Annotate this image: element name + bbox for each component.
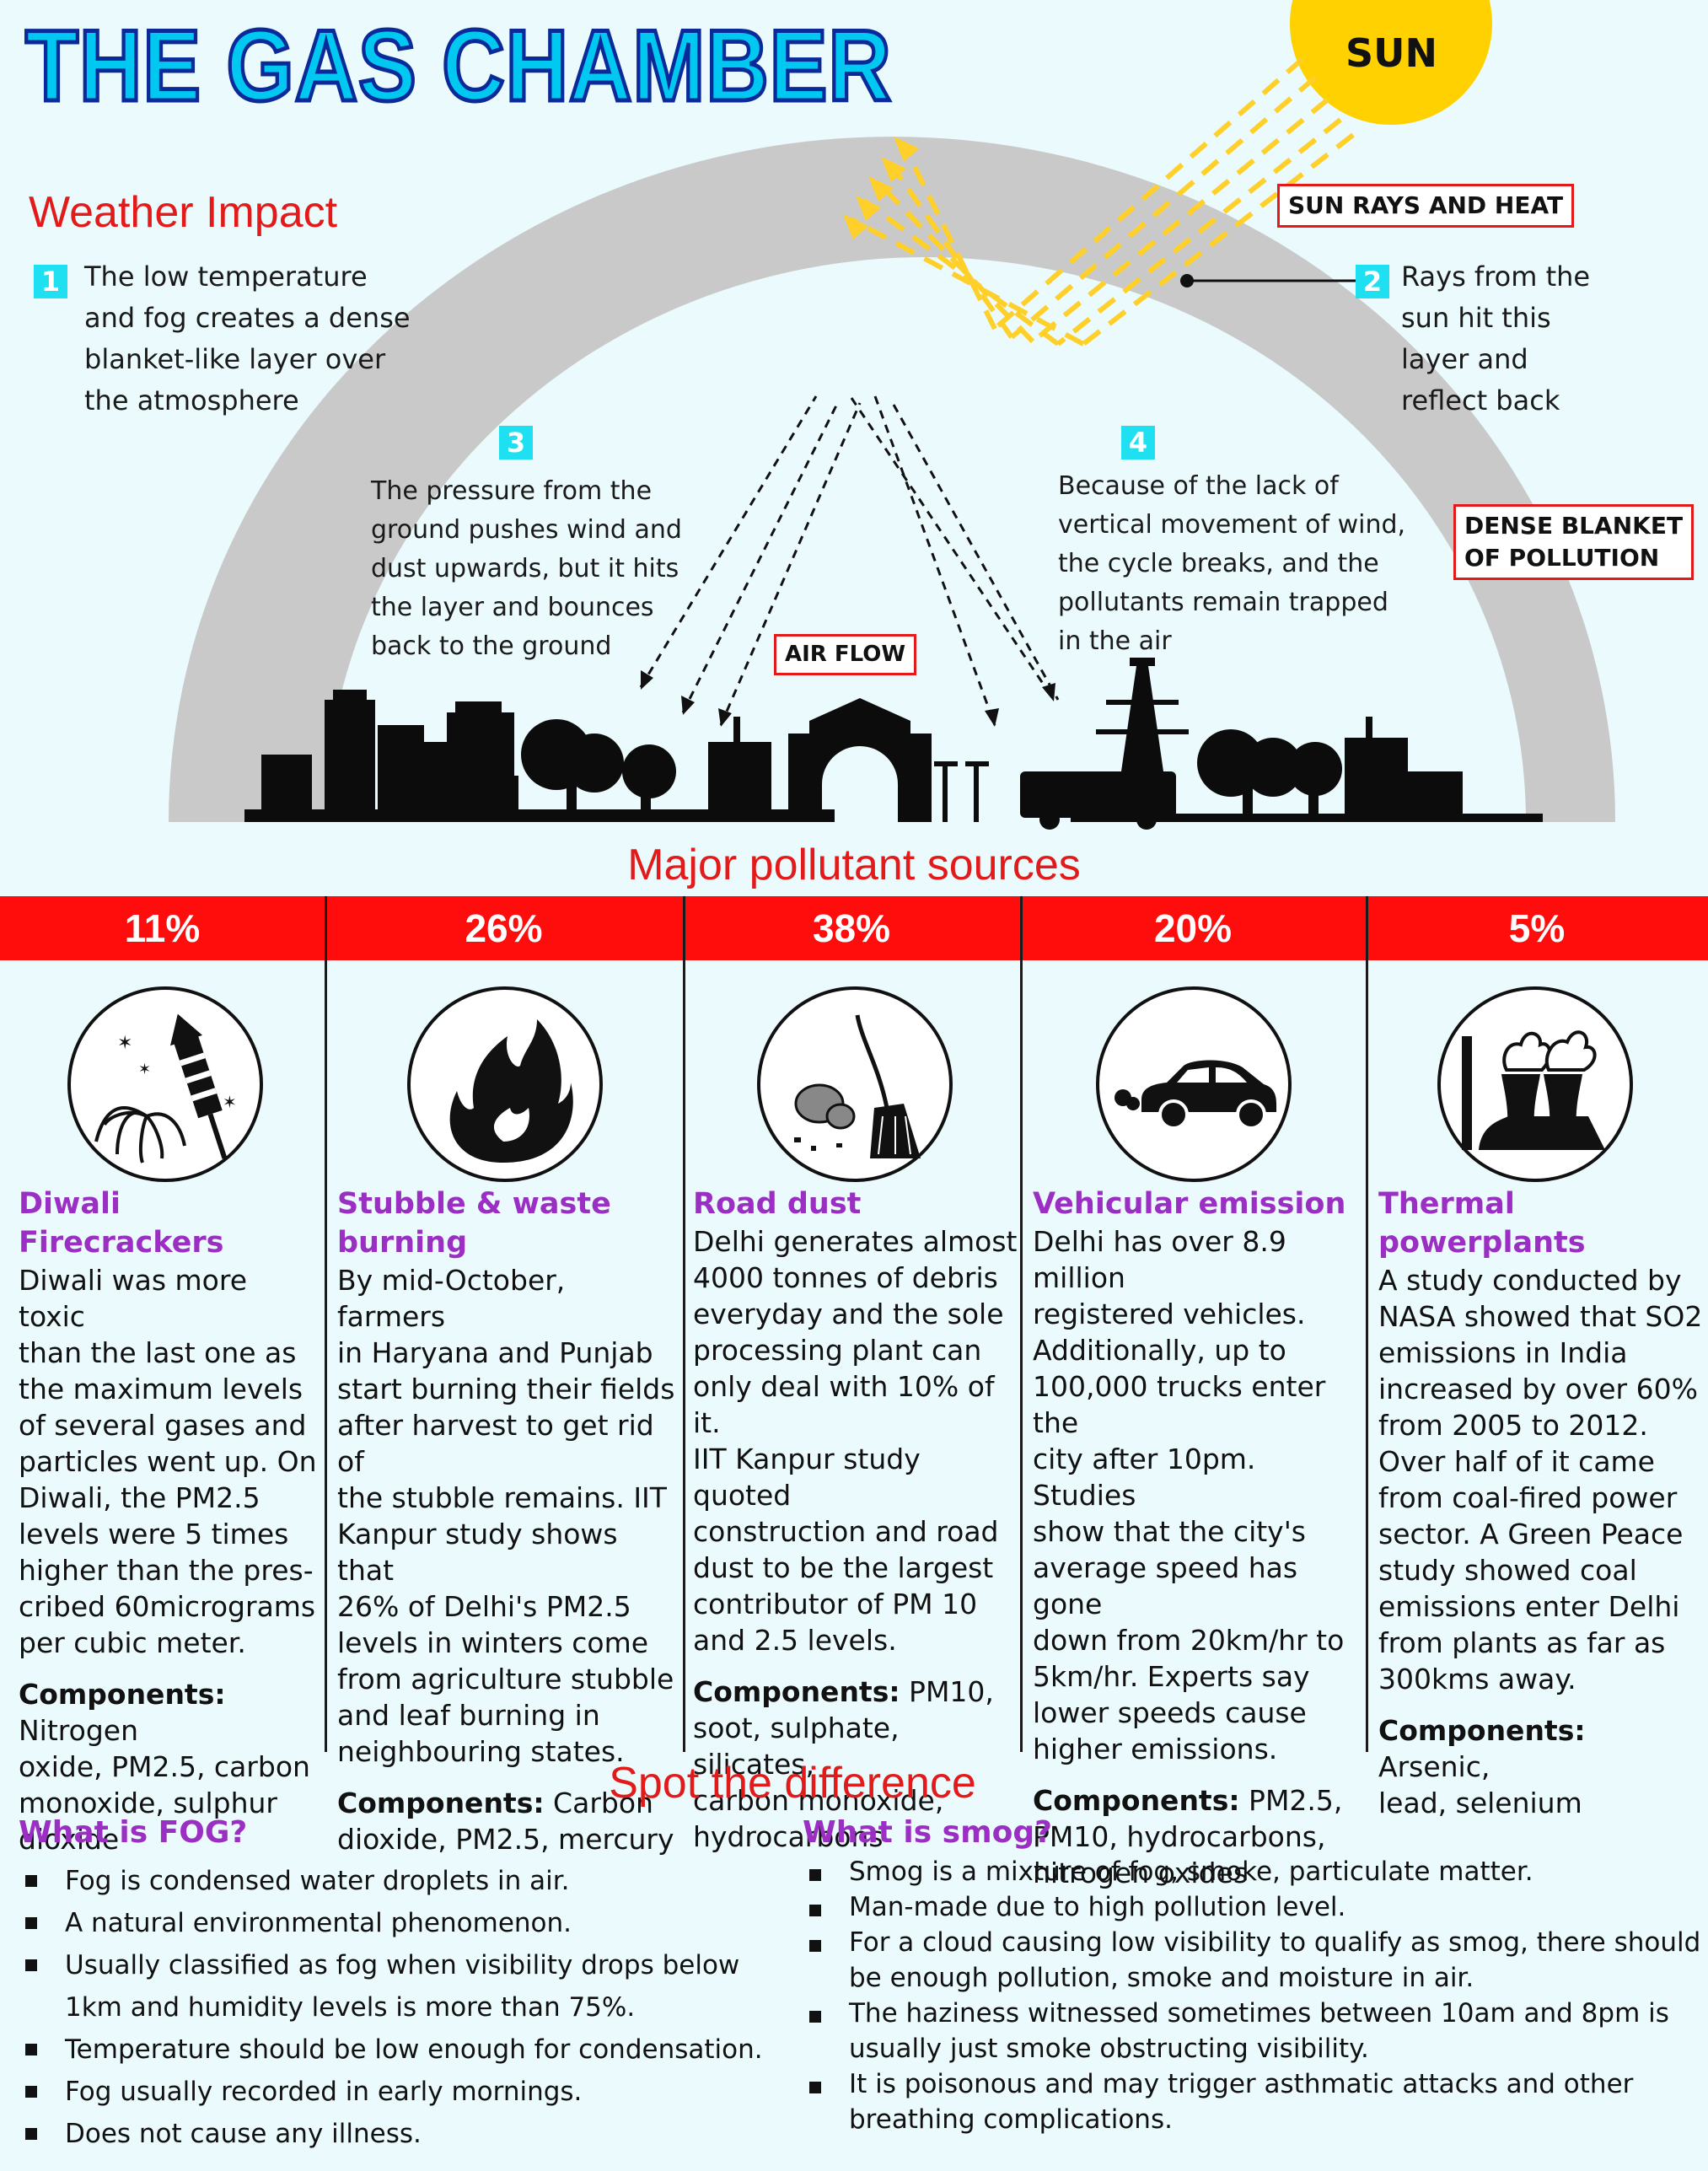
source-title: Thermal powerplants	[1378, 1187, 1586, 1260]
list-item: Fog is condensed water droplets in air.	[19, 1860, 777, 1902]
atmosphere-diagram	[169, 0, 1615, 830]
car-icon	[1096, 986, 1292, 1182]
sun-rays-callout: SUN RAYS AND HEAT	[1277, 184, 1575, 228]
svg-text:✶: ✶	[117, 1033, 132, 1054]
sun-rays-icon	[850, 56, 1355, 347]
column-divider	[1366, 896, 1368, 1752]
source-components: Components: PM2.5, PM10, hydrocarbons, n…	[1033, 1784, 1343, 1889]
source-title: Road dust	[693, 1187, 862, 1221]
column-divider	[683, 896, 685, 1752]
smog-list: Smog is a mixture of fog, smoke, particu…	[803, 1854, 1705, 2137]
source-body: A study conducted by NASA showed that SO…	[1378, 1264, 1703, 1695]
pct-firecrackers: 11%	[124, 906, 201, 950]
list-item: For a cloud causing low visibility to qu…	[803, 1925, 1705, 1996]
spot-difference-heading: Spot the difference	[609, 1759, 976, 1808]
city-skyline	[244, 658, 1543, 830]
sun-label: SUN	[1345, 30, 1437, 76]
smog-heading: What is smog?	[803, 1815, 1052, 1850]
step-3-text: The pressure from the ground pushes wind…	[371, 476, 682, 661]
list-item: Fog usually recorded in early mornings.	[19, 2071, 777, 2113]
source-stubble: Stubble & waste burning By mid-October, …	[337, 1185, 679, 1873]
fire-icon	[407, 986, 603, 1182]
svg-text:✶: ✶	[223, 1092, 237, 1112]
list-item: Usually classified as fog when visibilit…	[19, 1944, 777, 2029]
svg-text:✶: ✶	[138, 1061, 151, 1078]
source-title: Vehicular emission	[1033, 1187, 1346, 1221]
source-title: Stubble & waste burning	[337, 1187, 611, 1260]
air-flow-callout: AIR FLOW	[774, 634, 917, 676]
step-4-badge: 4	[1121, 426, 1155, 459]
pollutant-sources-heading: Major pollutant sources	[627, 841, 1081, 889]
source-components: Components: Carbon dioxide, PM2.5, mercu…	[337, 1787, 674, 1856]
step-4-text: Because of the lack of vertical movement…	[1058, 471, 1406, 656]
sun-icon	[1290, 0, 1492, 125]
broom-icon	[757, 986, 953, 1182]
list-item: A natural environmental phenomenon.	[19, 1902, 777, 1944]
list-item: It is poisonous and may trigger asthmati…	[803, 2066, 1705, 2137]
source-thermal: Thermal powerplants A study conducted by…	[1378, 1185, 1705, 1836]
list-item: Smog is a mixture of fog, smoke, particu…	[803, 1854, 1705, 1889]
fog-list: Fog is condensed water droplets in air. …	[19, 1860, 777, 2155]
powerplant-icon	[1437, 986, 1633, 1182]
weather-impact-heading: Weather Impact	[29, 188, 338, 237]
list-item: Temperature should be low enough for con…	[19, 2029, 777, 2071]
step-3-badge: 3	[499, 426, 533, 459]
pct-stubble: 26%	[465, 906, 543, 950]
dense-blanket-line2: OF POLLUTION	[1464, 543, 1660, 572]
ray-arrowheads	[843, 137, 919, 239]
source-components: Components: Nitrogen oxide, PM2.5, carbo…	[19, 1678, 310, 1856]
step-1-text: The low temperature and fog creates a de…	[84, 261, 411, 416]
source-body: Delhi has over 8.9 million registered ve…	[1033, 1225, 1345, 1765]
source-components: Components: PM10, soot, sulphate, silica…	[693, 1675, 994, 1853]
source-vehicular: Vehicular emission Delhi has over 8.9 mi…	[1033, 1185, 1363, 1906]
list-item: Man-made due to high pollution level.	[803, 1889, 1705, 1925]
step-2-text: Rays from the sun hit this layer and ref…	[1401, 261, 1591, 416]
source-components: Components: Arsenic, lead, selenium	[1378, 1714, 1586, 1819]
source-road-dust: Road dust Delhi generates almost 4000 to…	[693, 1185, 1018, 1870]
dense-blanket-line1: DENSE BLANKET	[1464, 512, 1684, 540]
step-2-badge: 2	[1356, 265, 1389, 298]
page-title: THE GAS CHAMBER	[24, 9, 893, 122]
source-body: Delhi generates almost 4000 tonnes of de…	[693, 1225, 1018, 1657]
air-flow-arrows	[639, 395, 1060, 726]
pct-thermal: 5%	[1508, 906, 1566, 950]
pct-road-dust: 38%	[812, 906, 891, 950]
column-divider	[1020, 896, 1023, 1752]
dense-blanket-callout: DENSE BLANKET OF POLLUTION	[1453, 504, 1695, 580]
column-divider	[325, 896, 327, 1752]
source-title: Diwali Firecrackers	[19, 1187, 224, 1260]
firecracker-icon: ✶ ✶ ✶	[67, 986, 263, 1182]
list-item: The haziness witnessed sometimes between…	[803, 1996, 1705, 2066]
fog-heading: What is FOG?	[19, 1815, 248, 1850]
source-firecrackers: Diwali Firecrackers Diwali was more toxi…	[19, 1185, 322, 1873]
pct-vehicular: 20%	[1153, 906, 1233, 950]
pollution-blanket-dome	[169, 137, 1615, 823]
source-body: By mid-October, farmers in Haryana and P…	[337, 1264, 675, 1768]
percent-bar	[0, 896, 1708, 960]
list-item: Does not cause any illness.	[19, 2113, 777, 2155]
source-body: Diwali was more toxic than the last one …	[19, 1264, 317, 1659]
step-1-badge: 1	[34, 265, 67, 298]
air-flow-arrowheads	[641, 670, 1055, 727]
